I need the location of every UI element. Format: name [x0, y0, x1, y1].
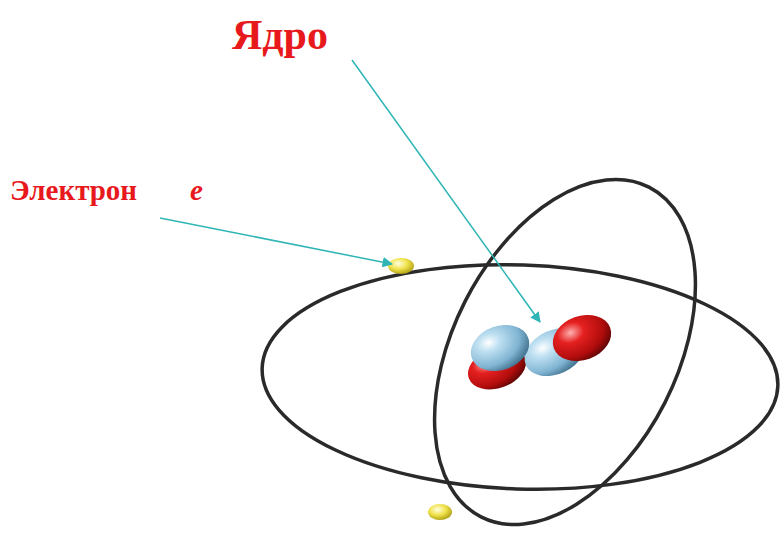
- leader-line: [160, 218, 392, 264]
- leader-line: [352, 60, 540, 322]
- orbit: [258, 256, 782, 498]
- electron: [388, 258, 414, 274]
- electron: [428, 504, 452, 520]
- part-label: Ядро: [232, 14, 328, 56]
- part-label: Электрон: [10, 176, 137, 205]
- symbol-label: e: [190, 176, 203, 205]
- orbit: [381, 136, 749, 545]
